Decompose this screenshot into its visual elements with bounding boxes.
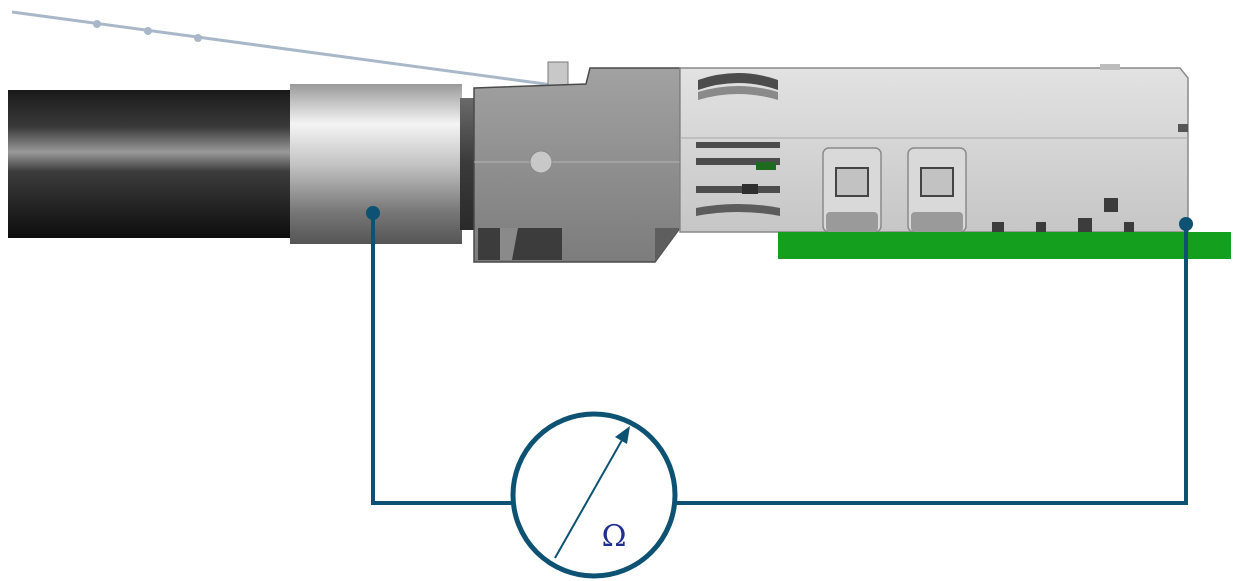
measurement-wire [371,213,1188,505]
cable-icon [8,90,294,238]
cage-icon [679,64,1189,234]
ferrule-icon [290,84,462,244]
pull-tab-icon [11,10,569,91]
probe-point-cage [1179,217,1193,231]
probe-point-ferrule [366,206,380,220]
pcb-icon [778,232,1231,259]
ohmmeter-icon: Ω [510,411,678,579]
ohm-symbol: Ω [602,519,627,554]
plug-housing-icon [473,67,681,263]
boot-ring-icon [460,98,476,230]
